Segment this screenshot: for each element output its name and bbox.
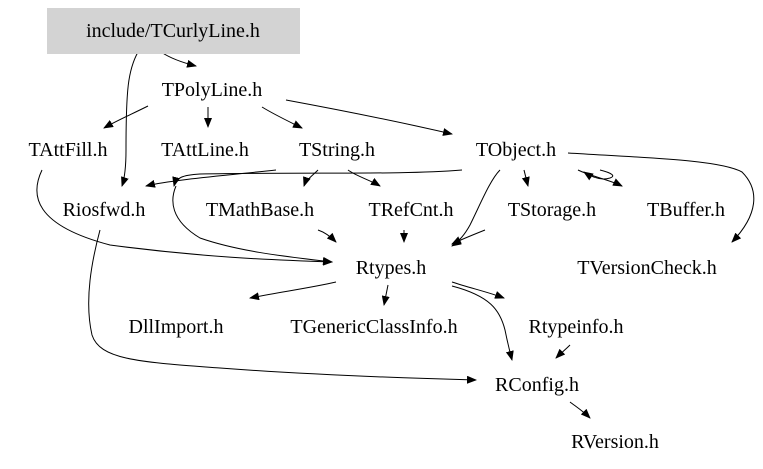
- node-rversion[interactable]: RVersion.h: [571, 431, 659, 453]
- node-tattfill[interactable]: TAttFill.h: [29, 139, 108, 161]
- node-tobject[interactable]: TObject.h: [476, 139, 556, 161]
- node-label: include/TCurlyLine.h: [86, 20, 260, 42]
- node-rtypeinfo[interactable]: Rtypeinfo.h: [529, 316, 624, 338]
- edge-rtypeinfo-to-rconfig: [451, 285, 514, 361]
- node-tattline[interactable]: TAttLine.h: [161, 139, 249, 161]
- edge-tobject-to-rtypes: [583, 169, 614, 181]
- edge-tobject-to-riosfwd: [172, 169, 463, 187]
- edge-riosfwd-to-rconfig: [567, 152, 755, 243]
- edge-tattline-to-riosfwd: [145, 169, 277, 188]
- node-tstring[interactable]: TString.h: [299, 139, 375, 161]
- nodes: include/TCurlyLine.hTPolyLine.hTAttFill.…: [29, 8, 725, 453]
- node-rconfig[interactable]: RConfig.h: [495, 374, 579, 396]
- edge-tobject-to-tversioncheck: [577, 169, 623, 187]
- node-label: RVersion.h: [571, 431, 659, 453]
- edge-tobject-to-tstorage: [451, 169, 501, 247]
- node-tstorage[interactable]: TStorage.h: [508, 199, 596, 221]
- edge-tcurlyline-to-riosfwd: [121, 51, 139, 187]
- edge-tmathbase-to-rtypes: [88, 229, 477, 384]
- node-label: TObject.h: [476, 139, 556, 161]
- node-label: TRefCnt.h: [369, 199, 454, 221]
- edge-trefcnt-to-rtypes: [317, 229, 337, 243]
- node-tcurlyline[interactable]: include/TCurlyLine.h: [47, 8, 300, 54]
- edge-rtypes-to-rconfig: [451, 281, 505, 299]
- node-label: TStorage.h: [508, 199, 596, 221]
- edge-tpolyline-to-tobject: [285, 99, 453, 136]
- node-tmathbase[interactable]: TMathBase.h: [206, 199, 314, 221]
- node-label: TBuffer.h: [647, 199, 725, 221]
- edge-rconfig-to-rversion: [555, 344, 571, 359]
- node-label: Rtypes.h: [356, 257, 427, 279]
- edges: [36, 51, 755, 419]
- node-tversioncheck[interactable]: TVersionCheck.h: [577, 257, 716, 279]
- node-label: TPolyLine.h: [162, 79, 263, 101]
- node-label: TGenericClassInfo.h: [290, 316, 457, 338]
- node-label: TVersionCheck.h: [577, 257, 716, 279]
- edge-tattfill-to-rtypes: [36, 169, 333, 266]
- node-label: TAttLine.h: [161, 139, 249, 161]
- node-tpolyline[interactable]: TPolyLine.h: [162, 79, 263, 101]
- root-node-box: [47, 8, 300, 54]
- node-label: Riosfwd.h: [63, 199, 146, 221]
- node-label: TAttFill.h: [29, 139, 108, 161]
- edge-tobject-to-tbuffer: [521, 169, 530, 187]
- node-label: TMathBase.h: [206, 199, 314, 221]
- edge-tversioncheck-to-rversion: [569, 401, 591, 419]
- edge-rtypes-to-rtypeinfo: [381, 284, 390, 306]
- node-label: Rtypeinfo.h: [529, 316, 624, 338]
- edge-tstring-to-trefcnt: [347, 169, 381, 187]
- edge-tpolyline-to-tstring: [261, 106, 303, 129]
- edge-rtypes-to-tgenericclassinfo: [249, 281, 337, 301]
- edge-tpolyline-to-tattfill: [103, 105, 149, 129]
- node-label: DllImport.h: [129, 316, 224, 338]
- node-label: TString.h: [299, 139, 375, 161]
- edge-rtypes-to-dllimport: [451, 229, 486, 245]
- node-rtypes[interactable]: Rtypes.h: [356, 257, 427, 279]
- node-tgenericclassinfo[interactable]: TGenericClassInfo.h: [290, 316, 457, 338]
- node-dllimport[interactable]: DllImport.h: [129, 316, 224, 338]
- edge-tobject-to-rtypes: [172, 185, 333, 265]
- node-trefcnt[interactable]: TRefCnt.h: [369, 199, 454, 221]
- edge-tcurlyline-to-tpolyline: [160, 51, 197, 68]
- node-label: RConfig.h: [495, 374, 579, 396]
- node-riosfwd[interactable]: Riosfwd.h: [63, 199, 146, 221]
- node-tbuffer[interactable]: TBuffer.h: [647, 199, 725, 221]
- edge-tstring-to-tmathbase: [303, 169, 319, 187]
